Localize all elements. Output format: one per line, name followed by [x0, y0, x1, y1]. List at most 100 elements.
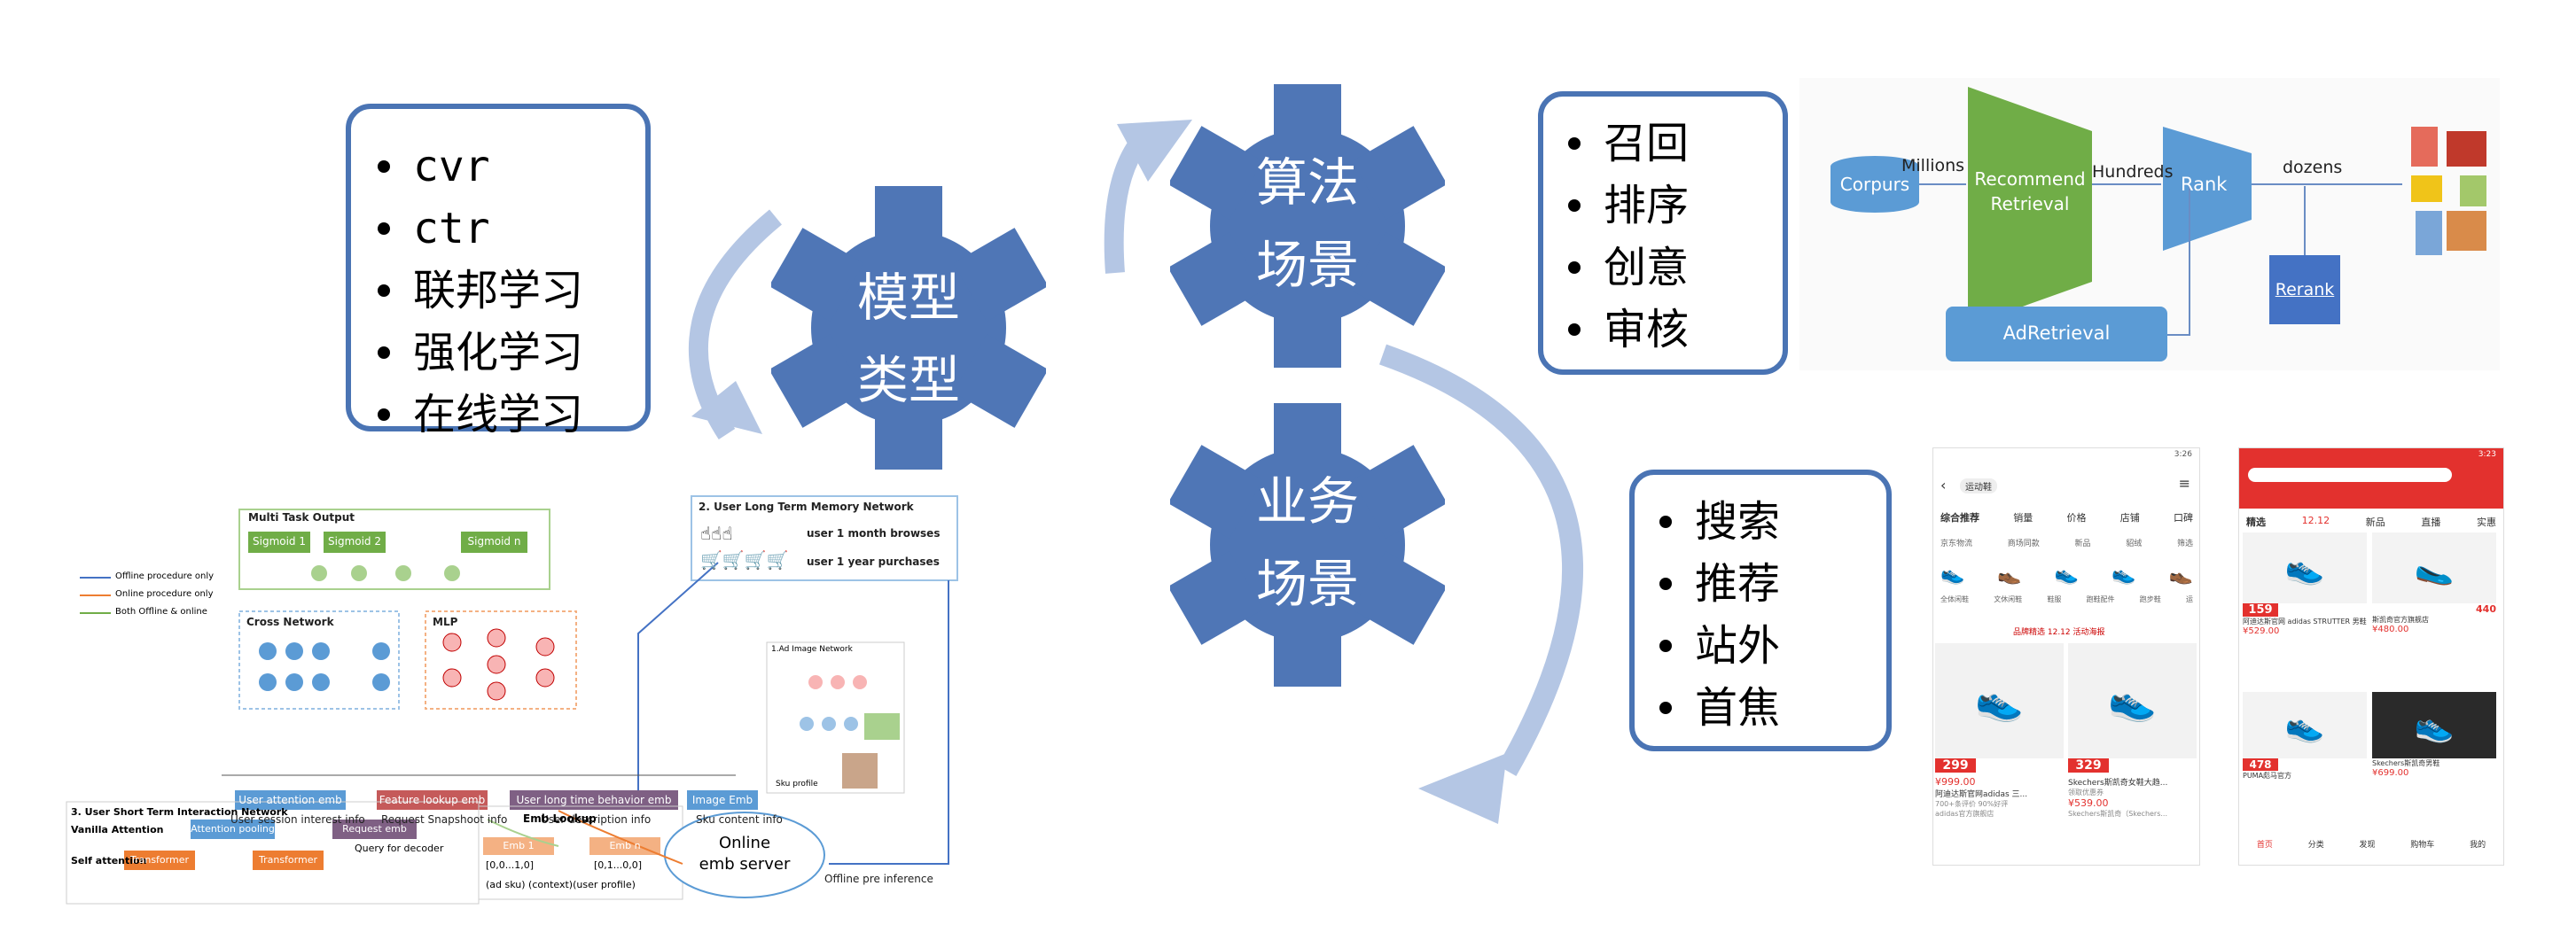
category[interactable]: 运 [2185, 595, 2193, 603]
shoe-icon[interactable]: 👞 [1997, 563, 2022, 586]
product-thumb [2447, 131, 2486, 167]
arrow-right-head [1418, 753, 1507, 824]
nav-item[interactable]: 首页 [2256, 841, 2273, 850]
emb-box-label: User long time behavior emb [516, 794, 672, 806]
list-item: ctr [378, 198, 645, 260]
gear-label-line: 场景 [1255, 553, 1359, 614]
cross-network-frame [238, 610, 400, 710]
product-card[interactable]: 👟 329 Skechers斯凯奇女鞋大趋... 领取优惠券 ¥539.00 S… [2068, 643, 2197, 860]
portrait-thumb [842, 753, 878, 789]
emb-caption: User description info [541, 813, 652, 826]
phone-search-screenshot: 3:26 ‹ 运动鞋 ≡ 综合推荐 销量 价格 店铺 口碑 京东物流 商场同款 … [1932, 447, 2200, 866]
transformer-label: Transformer [129, 854, 189, 866]
shoe-icon[interactable]: 👟 [2054, 563, 2080, 586]
nav-item[interactable]: 购物车 [2410, 841, 2435, 850]
subtab[interactable]: 京东物流 [1940, 540, 1973, 548]
product-image: 👟 [1935, 643, 2064, 758]
vanilla-attention-label: Vanilla Attention [71, 824, 164, 835]
feed-card[interactable]: 👟 159 阿迪达斯官网 adidas STRUTTER 男鞋 ¥529.00 [2243, 532, 2367, 683]
tab[interactable]: 口碑 [2174, 512, 2193, 524]
embn-label: Emb n [609, 840, 641, 851]
node [285, 673, 303, 691]
feed-price: ¥699.00 [2372, 768, 2409, 778]
product-image: 👟 [2243, 692, 2367, 758]
business-box: 搜索 推荐 站外 首焦 [1629, 470, 1892, 751]
flow-line [487, 819, 559, 847]
shoe-icon[interactable]: 👞 [2168, 563, 2193, 586]
emb-box-label: Feature lookup emb [379, 794, 486, 806]
server-label-line: emb server [699, 855, 791, 874]
tab[interactable]: 实惠 [2477, 517, 2496, 528]
node [372, 642, 390, 660]
dozens-label: dozens [2283, 158, 2343, 177]
cnn-box [864, 713, 900, 740]
tab[interactable]: 综合推荐 [1940, 512, 1979, 524]
bullet-icon [1568, 323, 1581, 336]
shoe-row: 👟 👞 👟 👟 👞 [1940, 563, 2193, 586]
category[interactable]: 鞋服 [2047, 595, 2062, 603]
shoe-icon[interactable]: 👟 [1940, 563, 1965, 586]
tab[interactable]: 价格 [2066, 512, 2087, 524]
tab[interactable]: 12.12 [2301, 515, 2330, 526]
feed-title: 阿迪达斯官网 adidas STRUTTER 男鞋 [2243, 618, 2367, 626]
emb-caption: Request Snapshoot info [381, 813, 508, 826]
item-label: 强化学习 [413, 328, 584, 377]
item-label: 推荐 [1695, 559, 1781, 609]
sigmoid-box [324, 532, 386, 553]
product-card[interactable]: 👟 299 ¥999.00 阿迪达斯官网adidas 三... 700+条评价 … [1935, 643, 2064, 860]
price-badge: 159 [2243, 603, 2278, 617]
tab[interactable]: 店铺 [2119, 512, 2140, 524]
item-label: 审核 [1604, 305, 1690, 354]
pipeline-shapes [1831, 87, 2486, 361]
phone-reco-screenshot: 3:23 精选 12.12 新品 直播 实惠 👟 159 阿迪达斯官网 adid… [2238, 447, 2504, 866]
tab[interactable]: 新品 [2365, 517, 2385, 528]
emb-box [235, 790, 346, 810]
arrow-right-arc [1378, 344, 1583, 776]
ad-image-title: 1.Ad Image Network [771, 645, 853, 654]
node [442, 633, 462, 652]
rerank-label: Rerank [2275, 280, 2335, 299]
emb-box [510, 790, 678, 810]
feed-card[interactable]: 👟 Skechers斯凯奇男鞋 ¥699.00 [2372, 692, 2496, 834]
list-item: 创意 [1568, 237, 1783, 299]
vec2-label: [0,1...0,0] [594, 859, 643, 871]
node [311, 565, 327, 581]
offline-pre-label: Offline pre inference [824, 873, 933, 885]
nav-item[interactable]: 我的 [2470, 841, 2486, 850]
nav-item[interactable]: 发现 [2359, 841, 2376, 850]
subtab[interactable]: 貂绒 [2126, 540, 2143, 548]
category[interactable]: 跑鞋配件 [2086, 595, 2115, 603]
nav-item[interactable]: 分类 [2307, 841, 2324, 850]
tab[interactable]: 精选 [2246, 517, 2266, 528]
category[interactable]: 全体闲鞋 [1940, 595, 1969, 603]
feed-card[interactable]: 👟 478 PUMA彪马官方 [2243, 692, 2367, 834]
product-image: 🥿 [2372, 532, 2496, 603]
product-image: 👟 [2372, 692, 2496, 758]
multi-task-frame [238, 509, 550, 590]
node [259, 673, 277, 691]
node [312, 673, 330, 691]
hundreds-label: Hundreds [2092, 162, 2174, 182]
price-badge: 478 [2243, 758, 2278, 771]
gear-label-line: 场景 [1255, 234, 1359, 295]
legend-label: Offline procedure only [115, 571, 215, 581]
list-item: 召回 [1568, 113, 1783, 175]
bullet-icon [1659, 640, 1672, 652]
server-label-line: Online [718, 834, 771, 852]
search-bar[interactable] [2248, 468, 2452, 482]
tab[interactable]: 直播 [2421, 517, 2441, 528]
server-label: Online emb server [683, 833, 807, 875]
category[interactable]: 文休闲鞋 [1994, 595, 2023, 603]
node [444, 565, 460, 581]
feed-card[interactable]: 🥿 440 斯凯奇官方旗舰店 ¥480.00 [2372, 532, 2496, 683]
subtab[interactable]: 筛选 [2176, 540, 2193, 548]
tab[interactable]: 销量 [2013, 512, 2033, 524]
bottom-nav: 首页 分类 发现 购物车 我的 [2239, 838, 2503, 850]
node [822, 717, 836, 731]
node [351, 565, 367, 581]
subtab[interactable]: 商场同款 [2007, 540, 2040, 548]
shoe-icon[interactable]: 👟 [2112, 563, 2136, 586]
node [487, 628, 506, 648]
category[interactable]: 跑步鞋 [2139, 595, 2161, 603]
subtab[interactable]: 新品 [2074, 540, 2091, 548]
